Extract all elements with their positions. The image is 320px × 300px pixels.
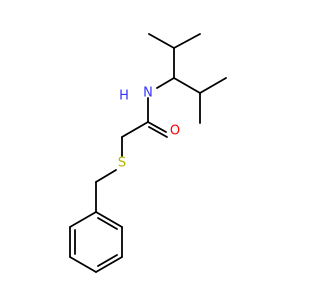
bond-ch-right-methyl-up <box>199 77 227 94</box>
diagram-background <box>0 0 300 300</box>
ring-bond-6 <box>69 211 97 228</box>
ring-inner-bond-1 <box>97 217 118 230</box>
ring-bond-1 <box>95 211 123 228</box>
bonds <box>95 33 227 213</box>
bond-ch-center-ch-right <box>173 77 201 94</box>
ring-inner-bond-2 <box>97 254 118 267</box>
atom-label-nitrogen: N <box>143 86 153 101</box>
bond-sulfur-benzyl <box>95 169 117 183</box>
atom-label-sulfur: S <box>118 156 126 171</box>
molecule-structure-diagram: H N O S <box>0 0 300 300</box>
benzene-ring <box>69 211 123 273</box>
atom-label-oxygen: O <box>170 124 180 139</box>
bond-ch-methyl-right-top <box>173 33 201 49</box>
bond-methyl-ch-top <box>148 33 175 49</box>
atom-label-hydrogen: H <box>119 89 129 104</box>
bond-carbonyl-methylene <box>121 121 149 138</box>
bond-carbonyl-oxygen-b <box>148 126 168 138</box>
ring-bond-3 <box>95 256 123 273</box>
ring-bond-4 <box>69 256 97 273</box>
bond-carbonyl-oxygen-a <box>147 121 167 133</box>
bond-ch-center-nitrogen <box>156 77 175 89</box>
